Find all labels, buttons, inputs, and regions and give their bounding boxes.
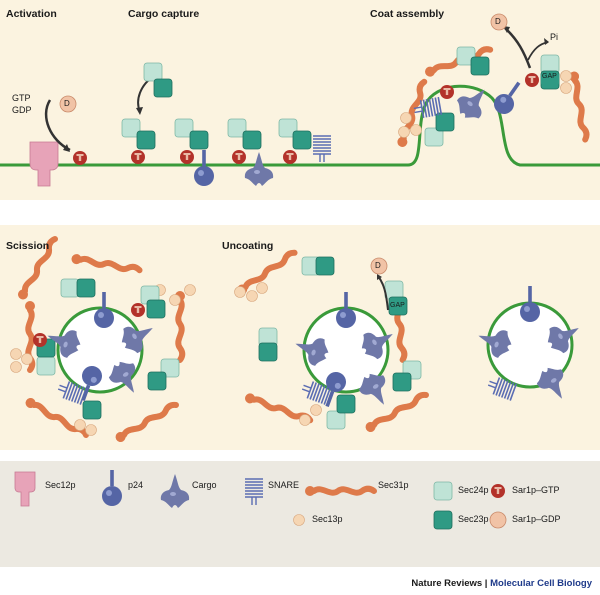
- sec12p-activation: [29, 141, 59, 187]
- sar1p-gdp-uncoat: [370, 257, 388, 275]
- legend-sec23p-glyph: [433, 510, 453, 530]
- gdp-label: GDP: [12, 105, 32, 115]
- gap-arrow: [504, 27, 532, 69]
- d-label-coat: D: [495, 17, 501, 26]
- legend-sar1p-gdp-label: Sar1p–GDP: [512, 514, 561, 524]
- legend-sar1p-gdp-glyph: [489, 511, 507, 529]
- sar1p-gtp-activation: [73, 151, 87, 165]
- sar1p-gdp-coat: [490, 13, 508, 31]
- legend-sar1p-gtp-label: Sar1p–GTP: [512, 485, 560, 495]
- stage-title-activation: Activation: [6, 8, 57, 20]
- journal-credit-a: Nature Reviews: [411, 578, 483, 589]
- journal-credit-b: Molecular Cell Biology: [490, 578, 592, 589]
- legend-cargo-label: Cargo: [192, 480, 217, 490]
- stage-title-scission: Scission: [6, 240, 50, 252]
- legend-sec24p-label: Sec24p: [458, 485, 489, 495]
- legend-snare-glyph: [244, 478, 264, 506]
- legend-cargo-glyph: [160, 474, 190, 508]
- legend-sec13p-label: Sec13p: [312, 514, 343, 524]
- legend-snare-label: SNARE: [268, 480, 300, 490]
- legend-sar1p-gtp-glyph: [491, 484, 505, 498]
- activation-arrow: [44, 99, 71, 152]
- legend-sec24p-glyph: [433, 481, 453, 501]
- legend-p24-label: p24: [128, 480, 144, 490]
- legend-sec31p-glyph: [305, 486, 374, 496]
- stage-title-cargo-capture: Cargo capture: [128, 8, 200, 20]
- gap-label-uncoat: GAP: [390, 302, 405, 309]
- gap-label-coat: GAP: [542, 73, 557, 80]
- d-label-uncoat: D: [375, 261, 381, 270]
- stage-title-coat-assembly: Coat assembly: [370, 8, 445, 20]
- legend-sec12p-label: Sec12p: [45, 480, 76, 490]
- legend-sec23p-label: Sec23p: [458, 514, 489, 524]
- legend-sec31p-label: Sec31p: [378, 480, 409, 490]
- journal-credit: Nature Reviews | Molecular Cell Biology: [411, 578, 592, 589]
- gtp-label: GTP: [12, 93, 31, 103]
- legend-sec12p-glyph: [14, 471, 36, 507]
- legend-p24-glyph: [102, 470, 122, 506]
- pi-label: Pi: [550, 32, 559, 42]
- legend-sec13p-glyph: [293, 514, 305, 526]
- sar1p-gdp-activation: [59, 95, 77, 113]
- journal-credit-sep: |: [482, 578, 491, 589]
- membrane-top: [0, 84, 600, 167]
- stage-title-uncoating: Uncoating: [222, 240, 274, 252]
- d-label-activation: D: [64, 99, 70, 108]
